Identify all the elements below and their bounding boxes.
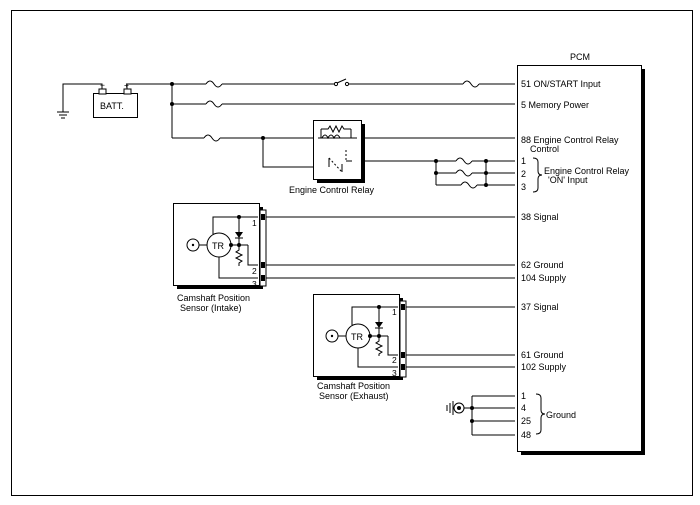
relay-resistor-icon [321, 124, 351, 134]
intake-label-1: Camshaft Position [177, 293, 250, 303]
intake-connector [259, 209, 267, 287]
intake-pin-1: 1 [252, 218, 257, 228]
pcm-pin-88: 88 Engine Control Relay [521, 135, 619, 145]
diagram-frame [11, 10, 693, 496]
exhaust-label-2: Sensor (Exhaust) [319, 391, 389, 401]
fuse-icon [462, 80, 480, 88]
relay-on-input-label-1: Engine Control Relay [544, 166, 630, 176]
relay-on-input-label-2: 'ON' Input [548, 175, 588, 185]
exhaust-connector [399, 300, 407, 378]
pcm-ground-pin-48: 48 [521, 430, 531, 440]
exhaust-resistor-icon [374, 336, 384, 356]
relay-label: Engine Control Relay [289, 185, 375, 195]
fuse-icon [460, 181, 478, 189]
fuse-icon [455, 157, 473, 165]
battery-ground-icon [57, 111, 69, 119]
engine-control-relay: Engine Control Relay [289, 120, 375, 195]
power-wiring [170, 78, 515, 168]
cmp-sensor-intake: 1 2 3 TR Camshaft Position Sensor (Intak… [173, 203, 515, 313]
fuse-icon [455, 169, 473, 177]
intake-pin-2: 2 [252, 266, 257, 276]
pcm-ground-pin-4: 4 [521, 403, 526, 413]
pcm-pin-37: 37 Signal [521, 302, 559, 312]
intake-tr-label: TR [212, 241, 224, 251]
relay-on-input-brace: Engine Control Relay 'ON' Input [532, 157, 630, 193]
ground-group-label: Ground [546, 410, 576, 420]
intake-pin-3: 3 [252, 279, 257, 289]
exhaust-pin-2: 2 [392, 355, 397, 365]
pcm-pin-5: 5 Memory Power [521, 100, 589, 110]
exhaust-pin-1: 1 [392, 307, 397, 317]
pcm-pin-102: 102 Supply [521, 362, 567, 372]
pcm-pin-61: 61 Ground [521, 350, 564, 360]
intake-label-2: Sensor (Intake) [180, 303, 242, 313]
fuse-icon [205, 100, 223, 108]
relay-coil-icon [321, 134, 341, 140]
pcm-ground-pin-1: 1 [521, 391, 526, 401]
fuse-icon [203, 134, 221, 142]
exhaust-pin-3: 3 [392, 368, 397, 378]
pcm-ground-pin-25: 25 [521, 416, 531, 426]
pcm-pin-62: 62 Ground [521, 260, 564, 270]
cmp-sensor-exhaust: 1 2 3 TR Camshaft Position Sensor (Exhau… [313, 294, 515, 401]
battery: BATT. − + [57, 80, 172, 119]
pcm-title: PCM [570, 52, 590, 62]
ignition-switch-icon [333, 78, 350, 87]
relay-output-wiring [434, 157, 515, 189]
exhaust-tr-label: TR [351, 332, 363, 342]
pcm-relay-pin-3: 3 [521, 182, 526, 192]
pcm-relay-pin-2: 2 [521, 169, 526, 179]
pcm-relay-pin-1: 1 [521, 156, 526, 166]
pcm-pin-51: 51 ON/START Input [521, 79, 601, 89]
intake-resistor-icon [234, 245, 244, 266]
pcm-pin-88-line2: Control [530, 144, 559, 154]
fuse-icon [205, 80, 223, 88]
pcm-ground-wiring [446, 395, 515, 436]
pcm-module: PCM [517, 52, 645, 455]
pcm-pin-labels: 51 ON/START Input 5 Memory Power 88 Engi… [521, 79, 619, 440]
pcm-pin-38: 38 Signal [521, 212, 559, 222]
pcm-pin-104: 104 Supply [521, 273, 567, 283]
ground-brace: Ground [535, 393, 576, 435]
battery-label: BATT. [100, 101, 124, 111]
exhaust-diode-icon [375, 307, 383, 336]
exhaust-label-1: Camshaft Position [317, 381, 390, 391]
chassis-ground-icon [446, 401, 472, 415]
